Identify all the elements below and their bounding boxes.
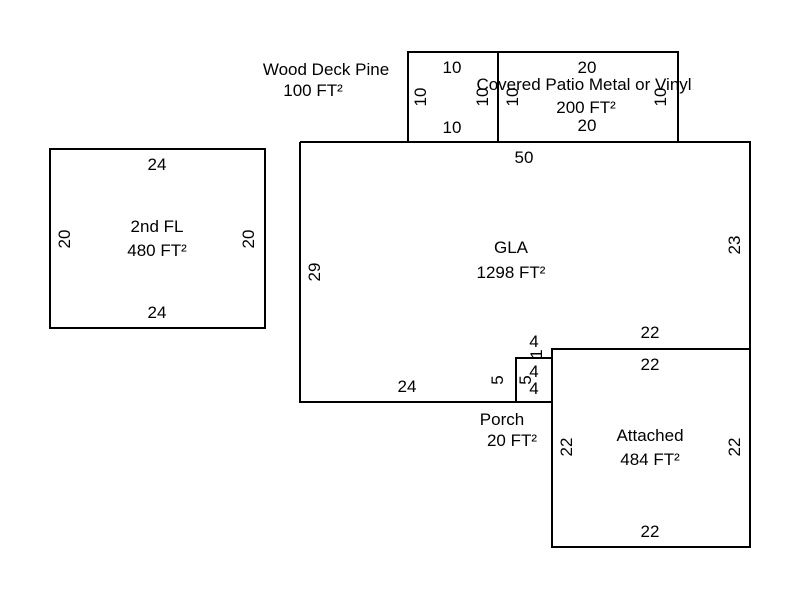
area-covered-patio-outline [497,51,679,143]
area-porch-middle-dimension: 4 [529,362,538,381]
area-wood-deck-bottom-dimension: 10 [443,118,462,137]
area-gla-right-dimension: 23 [725,236,744,255]
area-porch-top-dimension: 4 [529,332,538,351]
area-wood-deck-size: 100 FT² [283,81,343,100]
area-covered-patio-left-dimension: 10 [503,88,522,107]
area-porch-left-dimension: 5 [516,375,535,384]
area-2nd-floor-right-dimension: 20 [239,230,258,249]
area-porch-inner-bottom-dimension: 4 [529,379,538,398]
area-gla-size: 1298 FT² [477,263,546,282]
area-2nd-floor-left-dimension: 20 [55,230,74,249]
area-gla-top-dimension: 50 [515,148,534,167]
area-attached-size: 484 FT² [620,450,680,469]
area-wood-deck: 10 10 10 10 Wood Deck Pine 100 FT² [263,51,499,143]
area-gla: 50 29 23 24 22 5 GLA 1298 FT² [299,141,751,403]
area-covered-patio-bottom-dimension: 20 [578,116,597,135]
area-2nd-floor-outline [49,148,266,329]
area-porch-size: 20 FT² [487,431,537,450]
area-attached-top-dimension: 22 [641,355,660,374]
area-covered-patio-top-dimension: 20 [578,58,597,77]
area-covered-patio-name: Covered Patio Metal or Vinyl [476,75,691,94]
area-attached-left-dimension: 22 [557,438,576,457]
area-2nd-floor-size: 480 FT² [127,241,187,260]
area-2nd-floor-bottom-dimension: 24 [148,303,167,322]
area-attached-name: Attached [616,426,683,445]
area-covered-patio-right-dimension: 10 [651,88,670,107]
area-wood-deck-left-dimension: 10 [411,88,430,107]
area-covered-patio: 20 20 10 10 Covered Patio Metal or Vinyl… [476,51,692,143]
area-gla-bottom-dimension: 24 [398,377,417,396]
area-gla-notch-vertical-dimension: 5 [488,375,507,384]
area-2nd-floor-top-dimension: 24 [148,155,167,174]
area-covered-patio-size: 200 FT² [556,98,616,117]
area-wood-deck-name: Wood Deck Pine [263,60,389,79]
area-gla-name: GLA [494,238,529,257]
area-wood-deck-top-dimension: 10 [443,58,462,77]
area-attached-right-dimension: 22 [725,438,744,457]
area-porch-name: Porch [480,410,524,429]
area-2nd-floor-name: 2nd FL [131,217,184,236]
area-gla-left-dimension: 29 [305,263,324,282]
area-attached-bottom-dimension: 22 [641,522,660,541]
area-gla-notch-top-dimension: 22 [641,323,660,342]
area-attached: 22 22 22 22 Attached 484 FT² [551,348,751,548]
area-2nd-floor: 24 24 20 20 2nd FL 480 FT² [49,148,266,329]
area-porch-inner-top-dimension: 1 [527,349,546,358]
area-wood-deck-right-dimension: 10 [473,88,492,107]
area-porch: 4 1 4 4 5 Porch 20 FT² [480,332,553,450]
area-attached-outline [551,348,751,548]
